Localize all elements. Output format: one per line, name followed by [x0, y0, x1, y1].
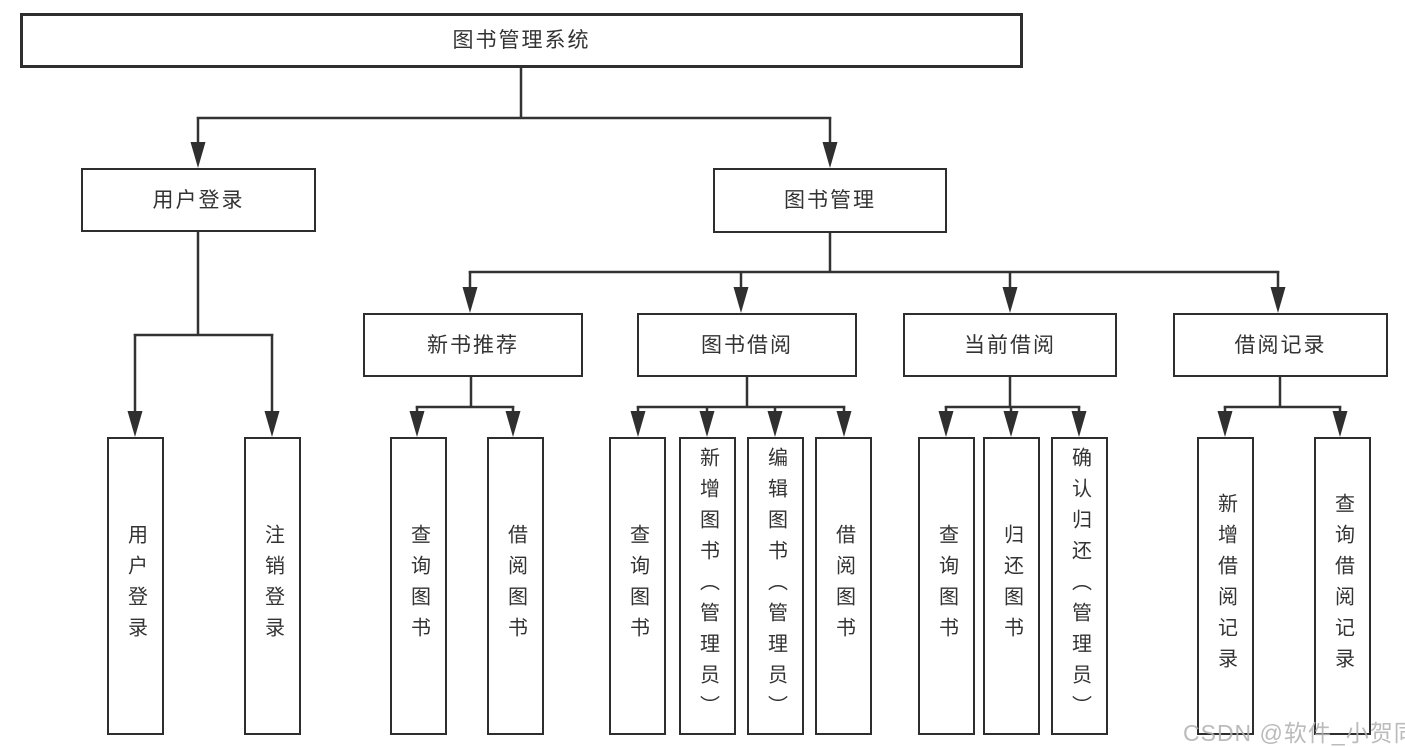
- node-new-book-recommend: 新书推荐: [363, 313, 583, 377]
- leaf-edit-book-admin: 编辑图书（管理员）: [747, 437, 804, 735]
- leaf-borrow-books-borrowing: 借阅图书: [815, 437, 872, 735]
- leaf-query-borrow-record: 查询借阅记录: [1314, 437, 1371, 735]
- node-book-borrowing: 图书借阅: [637, 313, 857, 377]
- leaf-add-book-admin: 新增图书（管理员）: [679, 437, 736, 735]
- leaf-logout: 注销登录: [244, 437, 301, 735]
- node-root: 图书管理系统: [20, 13, 1023, 68]
- leaf-user-login: 用户登录: [107, 437, 164, 735]
- node-borrowing-records: 借阅记录: [1173, 313, 1388, 377]
- leaf-borrow-books-recommend: 借阅图书: [487, 437, 544, 735]
- leaf-query-books-recommend: 查询图书: [390, 437, 447, 735]
- arrowheads: [127, 142, 1348, 437]
- leaf-add-borrow-record: 新增借阅记录: [1197, 437, 1254, 735]
- watermark: CSDN @软件_小贺同学: [1183, 720, 1405, 746]
- leaf-confirm-return-admin: 确认归还（管理员）: [1051, 437, 1108, 735]
- node-current-borrowing: 当前借阅: [903, 313, 1117, 377]
- leaf-query-books-current: 查询图书: [918, 437, 975, 735]
- node-user-login: 用户登录: [81, 168, 316, 232]
- leaf-query-books-borrowing: 查询图书: [609, 437, 666, 735]
- leaf-return-books: 归还图书: [983, 437, 1040, 735]
- node-book-management: 图书管理: [713, 168, 947, 233]
